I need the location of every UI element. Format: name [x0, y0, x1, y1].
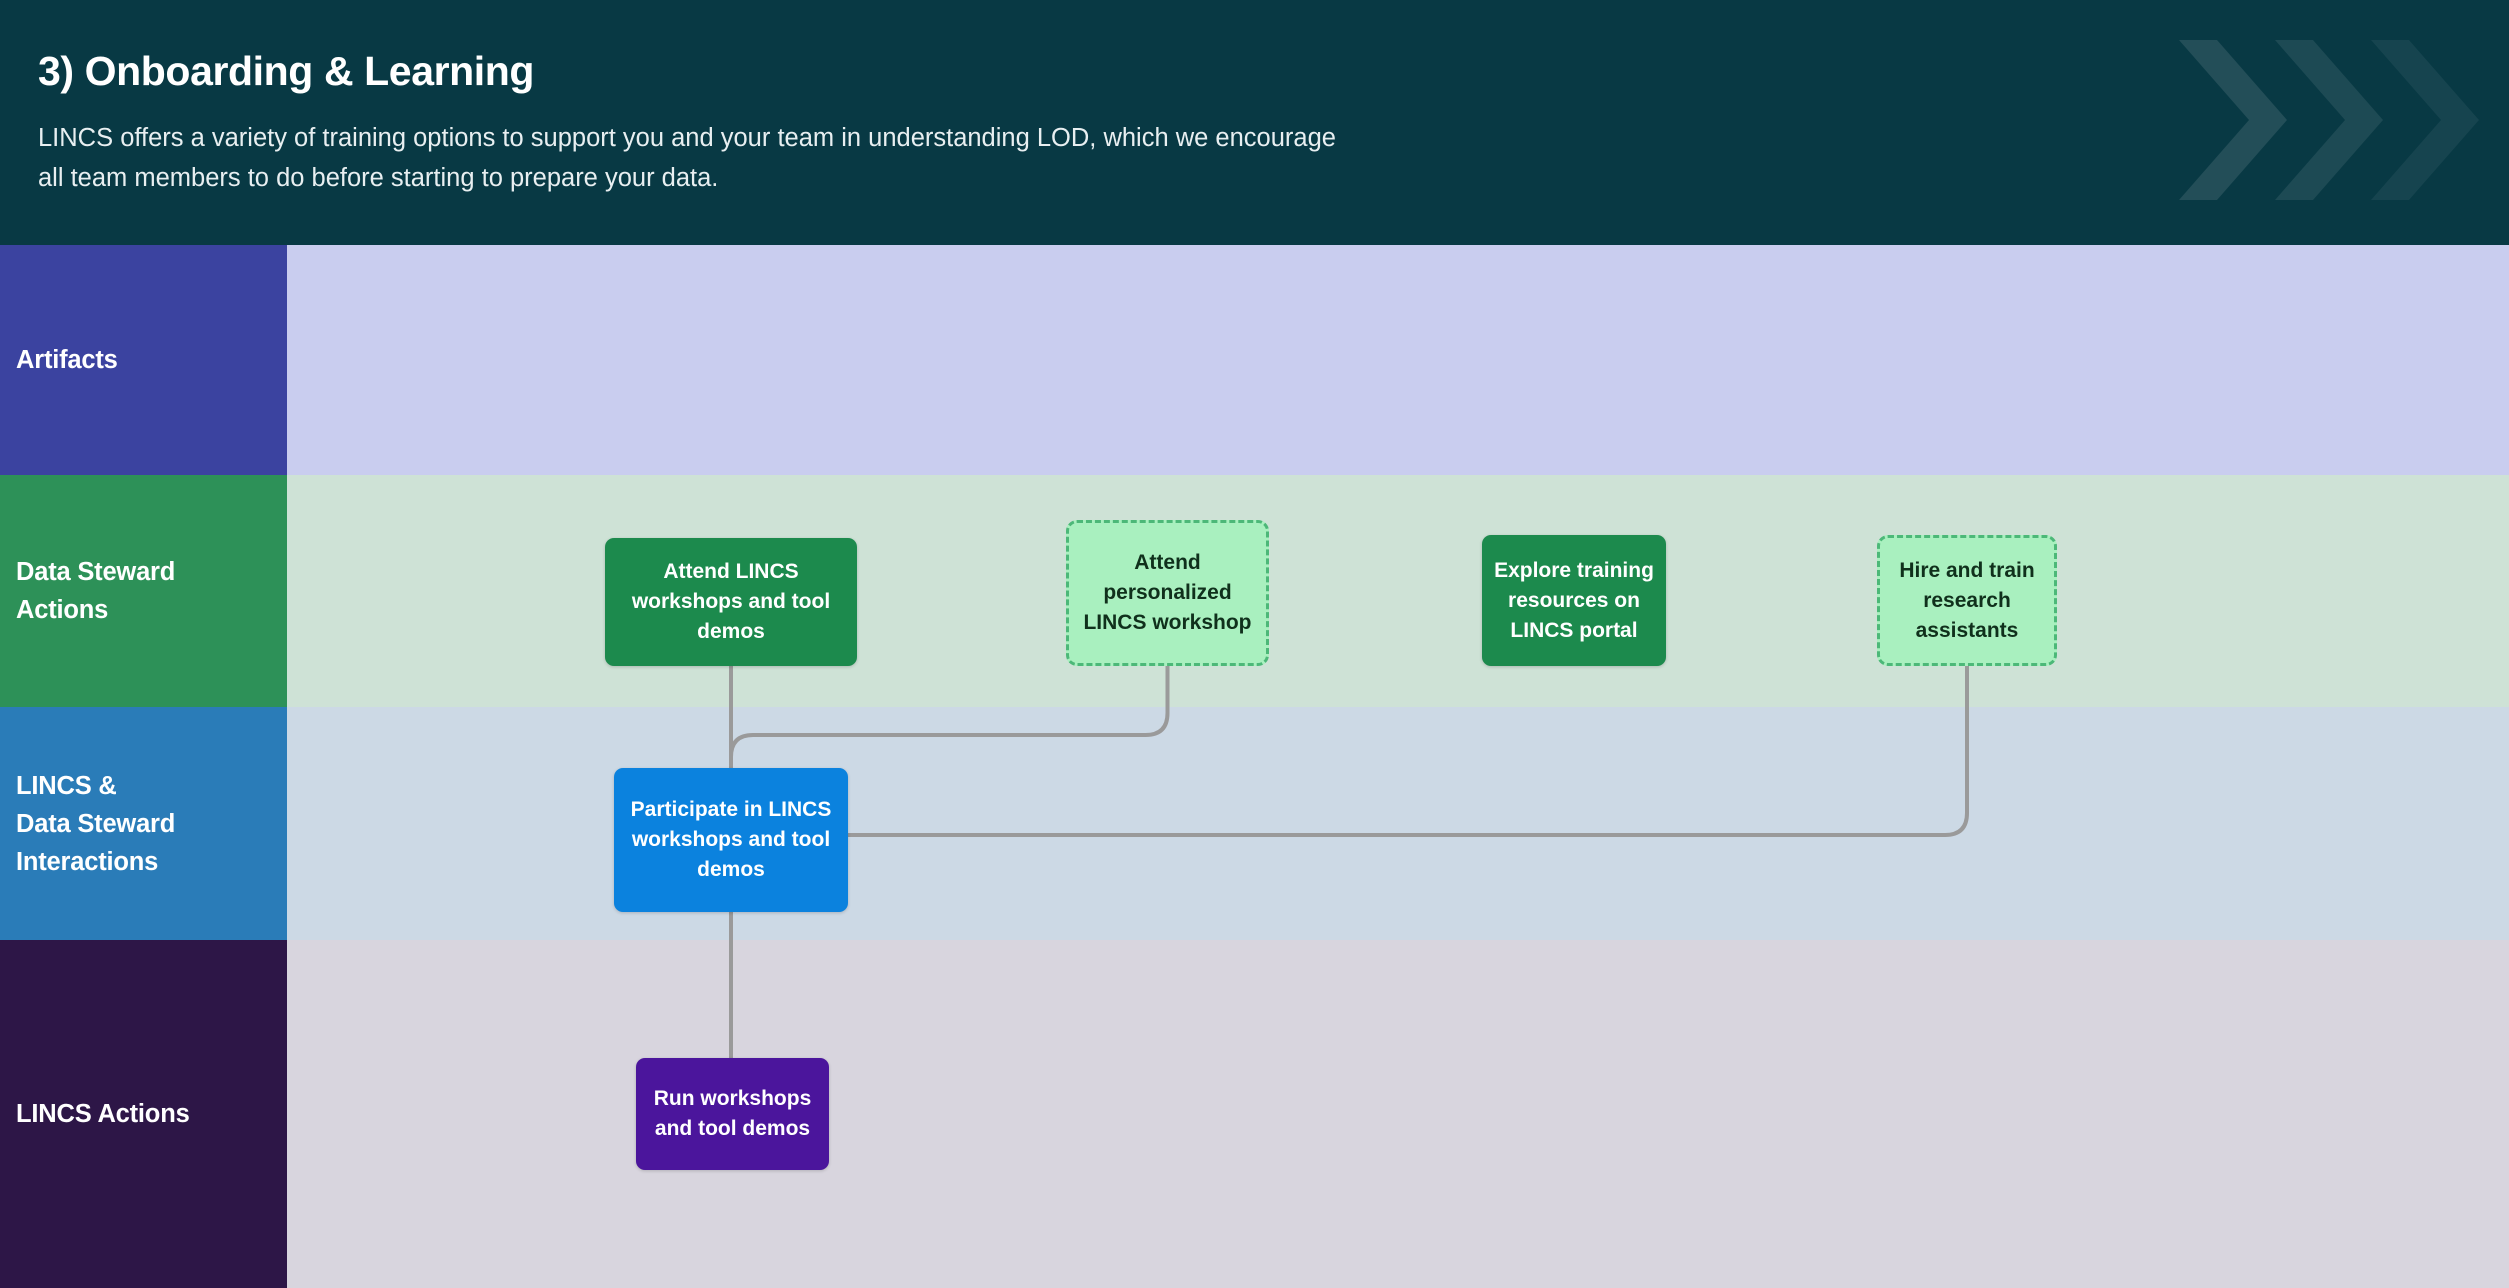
node-label: Explore training resources on LINCS port…: [1494, 558, 1654, 642]
swimlane-artifacts: Artifacts: [0, 245, 2509, 475]
page-header: 3) Onboarding & Learning LINCS offers a …: [0, 0, 2509, 245]
node-attend-lincs-workshops-and-tool-demos[interactable]: Attend LINCS workshops and tool demos: [605, 538, 857, 666]
node-participate-in-lincs-workshops-and-tool-demos[interactable]: Participate in LINCS workshops and tool …: [614, 768, 848, 912]
swimlane-artifacts-label: Artifacts: [0, 245, 287, 475]
swimlane-lincs-actions: LINCS Actions: [0, 940, 2509, 1288]
swimlane-artifacts-body: [287, 245, 2509, 475]
swimlane-data-steward-actions-label: Data Steward Actions: [0, 475, 287, 707]
node-run-workshops-and-tool-demos[interactable]: Run workshops and tool demos: [636, 1058, 829, 1170]
node-label: Attend LINCS workshops and tool demos: [631, 560, 831, 643]
node-label: Participate in LINCS workshops and tool …: [630, 798, 832, 881]
node-label: Run workshops and tool demos: [653, 1087, 812, 1140]
node-explore-training-resources-on-lincs-portal[interactable]: Explore training resources on LINCS port…: [1482, 535, 1666, 666]
page-subtitle: LINCS offers a variety of training optio…: [38, 124, 1336, 192]
node-hire-and-train-research-assistants[interactable]: Hire and train research assistants: [1877, 535, 2057, 666]
node-label: Attend personalized LINCS workshop: [1083, 551, 1252, 634]
node-label: Hire and train research assistants: [1899, 558, 2035, 642]
page-title: 3) Onboarding & Learning: [38, 48, 535, 94]
swimlane-lincs-actions-label: LINCS Actions: [0, 940, 287, 1288]
swimlane-lincs-actions-body: [287, 940, 2509, 1288]
node-attend-personalized-lincs-workshop[interactable]: Attend personalized LINCS workshop: [1066, 520, 1269, 666]
swimlane-lincs-data-steward-interactions: LINCS & Data Steward Interactions: [0, 707, 2509, 940]
double-chevron-right-icon: [2169, 0, 2509, 245]
swimlane-lincs-data-steward-interactions-label: LINCS & Data Steward Interactions: [0, 707, 287, 940]
